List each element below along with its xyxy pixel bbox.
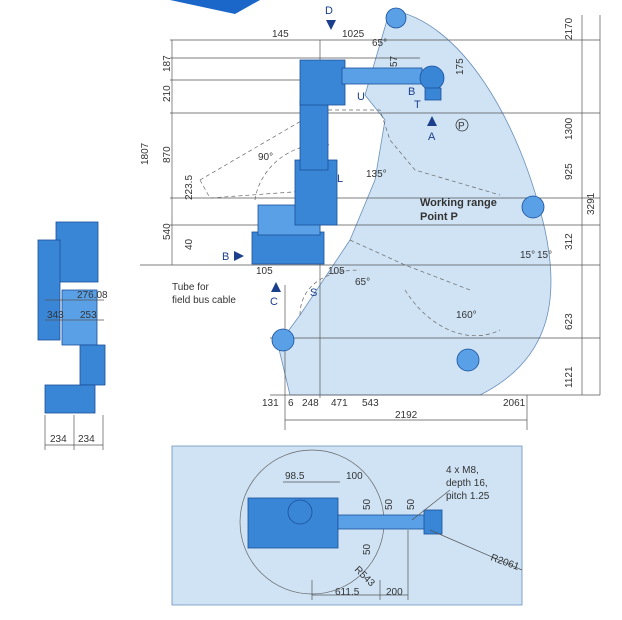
dim-223-5: 223.5 [184, 175, 195, 200]
dim-210: 210 [162, 85, 173, 102]
dim-1300: 1300 [564, 117, 575, 140]
dim-65deg-top: 65° [372, 38, 387, 49]
axis-label-l: L [337, 173, 343, 185]
dim-105-right: 105 [328, 266, 345, 277]
dim-543: 543 [362, 398, 379, 409]
dim-2192: 2192 [395, 410, 418, 421]
dim-40: 40 [184, 238, 195, 250]
axis-label-a: A [428, 131, 436, 143]
robot-extreme-positions [271, 7, 545, 372]
angle-15-right: 15° [537, 250, 552, 261]
dim-187: 187 [162, 55, 173, 72]
dim-3291: 3291 [586, 192, 597, 215]
bolt-note-line1: 4 x M8, [446, 465, 479, 476]
dim-50-c: 50 [406, 498, 417, 510]
dim-6: 6 [288, 398, 294, 409]
dim-1807: 1807 [140, 142, 151, 165]
axis-label-t: T [414, 99, 421, 111]
dim-623: 623 [564, 313, 575, 330]
corner-accent [170, 0, 260, 14]
tube-label-line1: Tube for [172, 282, 210, 293]
angle-160: 160° [456, 310, 477, 321]
robot-side-view [251, 59, 445, 265]
top-dimensions: 145 1025 65° 57 175 [272, 29, 466, 75]
dim-611-5: 611.5 [335, 587, 360, 598]
bolt-note-line3: pitch 1.25 [446, 491, 490, 502]
dim-50-b: 50 [384, 498, 395, 510]
dim-131: 131 [262, 398, 279, 409]
angle-labels: 90° 135° 65° 160° 15° 15° [258, 152, 552, 321]
axis-label-u: U [357, 91, 365, 103]
robot-top-view [247, 497, 443, 549]
dim-253: 253 [80, 310, 97, 321]
angle-90: 90° [258, 152, 273, 163]
dim-50-d: 50 [362, 543, 373, 555]
dim-145: 145 [272, 29, 289, 40]
right-dimensions: 2170 1300 925 312 3291 623 1121 [564, 17, 597, 388]
dim-200: 200 [386, 587, 403, 598]
dim-2061: 2061 [503, 398, 526, 409]
dim-925: 925 [564, 163, 575, 180]
axis-label-b-wrist: B [408, 86, 415, 98]
dim-175: 175 [455, 58, 466, 75]
dim-98-5: 98.5 [285, 471, 305, 482]
dim-1025: 1025 [342, 29, 365, 40]
axis-label-b: B [222, 251, 229, 263]
dim-100: 100 [346, 471, 363, 482]
dim-57: 57 [389, 55, 400, 67]
dim-312: 312 [564, 233, 575, 250]
dim-105-left: 105 [256, 266, 273, 277]
axis-label-c: C [270, 296, 278, 308]
angle-15-left: 15° [520, 250, 535, 261]
dim-471: 471 [331, 398, 348, 409]
axis-markers: D U B T A P L B C S [222, 5, 469, 308]
dim-1121: 1121 [564, 366, 575, 388]
left-dimensions: 187 210 1807 870 223.5 540 40 [140, 55, 195, 250]
robot-back-view [37, 221, 106, 450]
axis-label-d: D [325, 5, 333, 17]
angle-135: 135° [366, 169, 387, 180]
axis-label-p: P [458, 121, 465, 132]
axis-label-s: S [310, 287, 317, 299]
working-range-label: Working range [420, 197, 497, 209]
bottom-dimensions: 131 6 248 471 543 2061 2192 105 105 [256, 266, 526, 421]
working-range-point-label: Point P [420, 211, 458, 223]
dim-50-a: 50 [362, 498, 373, 510]
dim-540: 540 [162, 223, 173, 240]
dim-343: 343 [47, 310, 64, 321]
dim-2170: 2170 [564, 17, 575, 40]
tube-label-line2: field bus cable [172, 295, 236, 306]
dim-234-left: 234 [50, 434, 67, 445]
angle-65: 65° [355, 277, 370, 288]
dim-870: 870 [162, 146, 173, 163]
dim-234-right: 234 [78, 434, 95, 445]
top-view-guides [283, 481, 523, 600]
bolt-note-line2: depth 16, [446, 478, 488, 489]
dim-248: 248 [302, 398, 319, 409]
dim-276-08: 276.08 [77, 290, 108, 301]
